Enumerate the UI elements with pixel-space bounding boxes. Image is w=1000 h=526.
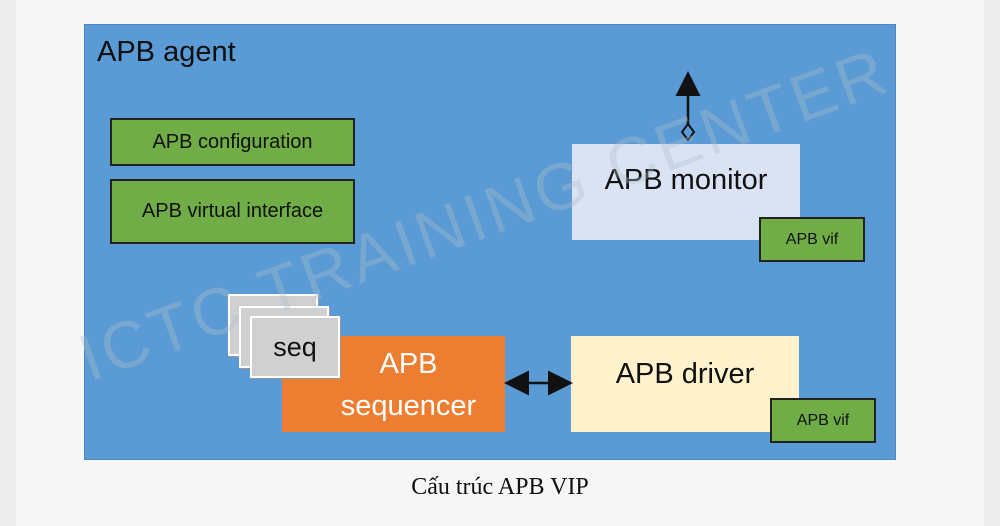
- monitor-vif-box: APB vif: [759, 217, 865, 262]
- monitor-analysis-port-arrow: [675, 71, 701, 142]
- apb-configuration-label: APB configuration: [152, 130, 313, 153]
- apb-driver-label: APB driver: [615, 357, 755, 390]
- driver-vif-box: APB vif: [770, 398, 876, 443]
- monitor-vif-label: APB vif: [785, 230, 839, 248]
- driver-vif-label: APB vif: [796, 411, 850, 429]
- figure-caption: Cấu trúc APB VIP: [411, 474, 589, 500]
- apb-virtual-interface-label: APB virtual interface: [141, 200, 324, 222]
- apb-sequencer-label-line2: sequencer: [340, 390, 477, 423]
- analysis-port-diamond-icon: [680, 122, 696, 142]
- apb-agent-container: APB agent APB configuration APB virtual …: [69, 24, 899, 460]
- apb-virtual-interface-box: APB virtual interface: [110, 179, 355, 244]
- left-margin-bar: [0, 0, 16, 526]
- agent-title: APB agent: [97, 36, 236, 68]
- apb-monitor-label: APB monitor: [604, 163, 768, 196]
- apb-driver-box: APB driver: [571, 336, 799, 432]
- seq-label: seq: [273, 331, 317, 362]
- apb-configuration-box: APB configuration: [110, 118, 355, 166]
- seq-card-front: seq: [250, 316, 340, 378]
- right-margin-bar: [984, 0, 1000, 526]
- apb-monitor-box: APB monitor: [572, 144, 800, 240]
- apb-sequencer-label-line1: APB: [379, 348, 438, 380]
